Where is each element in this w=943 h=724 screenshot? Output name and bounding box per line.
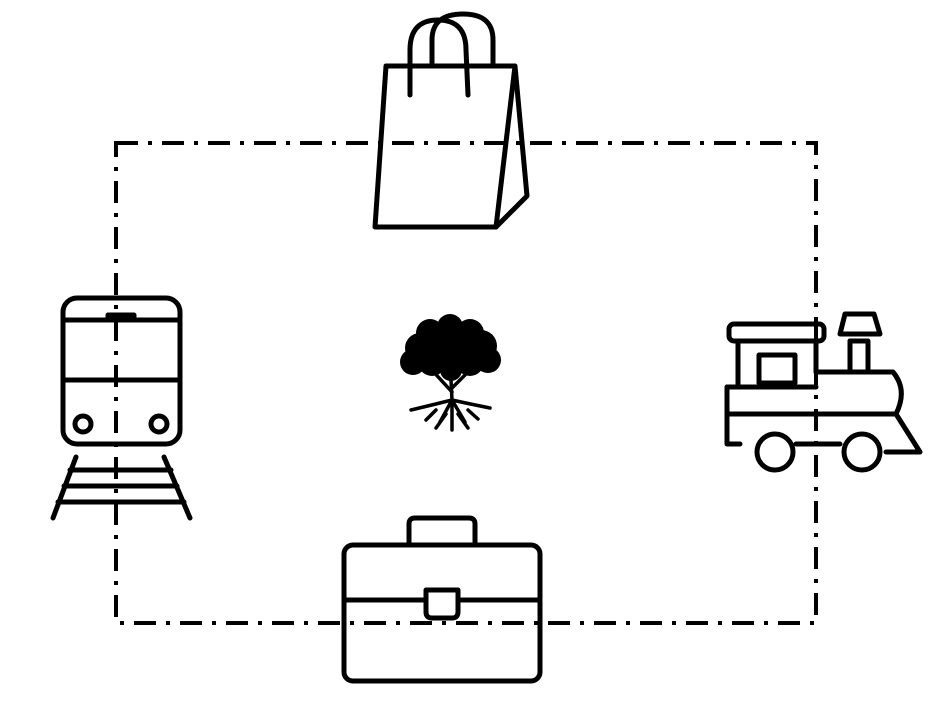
steam-locomotive-icon [724,311,923,473]
shopping-bag-icon [372,11,530,230]
train-track-icon [50,295,193,521]
tree-icon [400,314,501,432]
dash-dot-frame [114,141,818,625]
briefcase-icon [341,515,543,684]
